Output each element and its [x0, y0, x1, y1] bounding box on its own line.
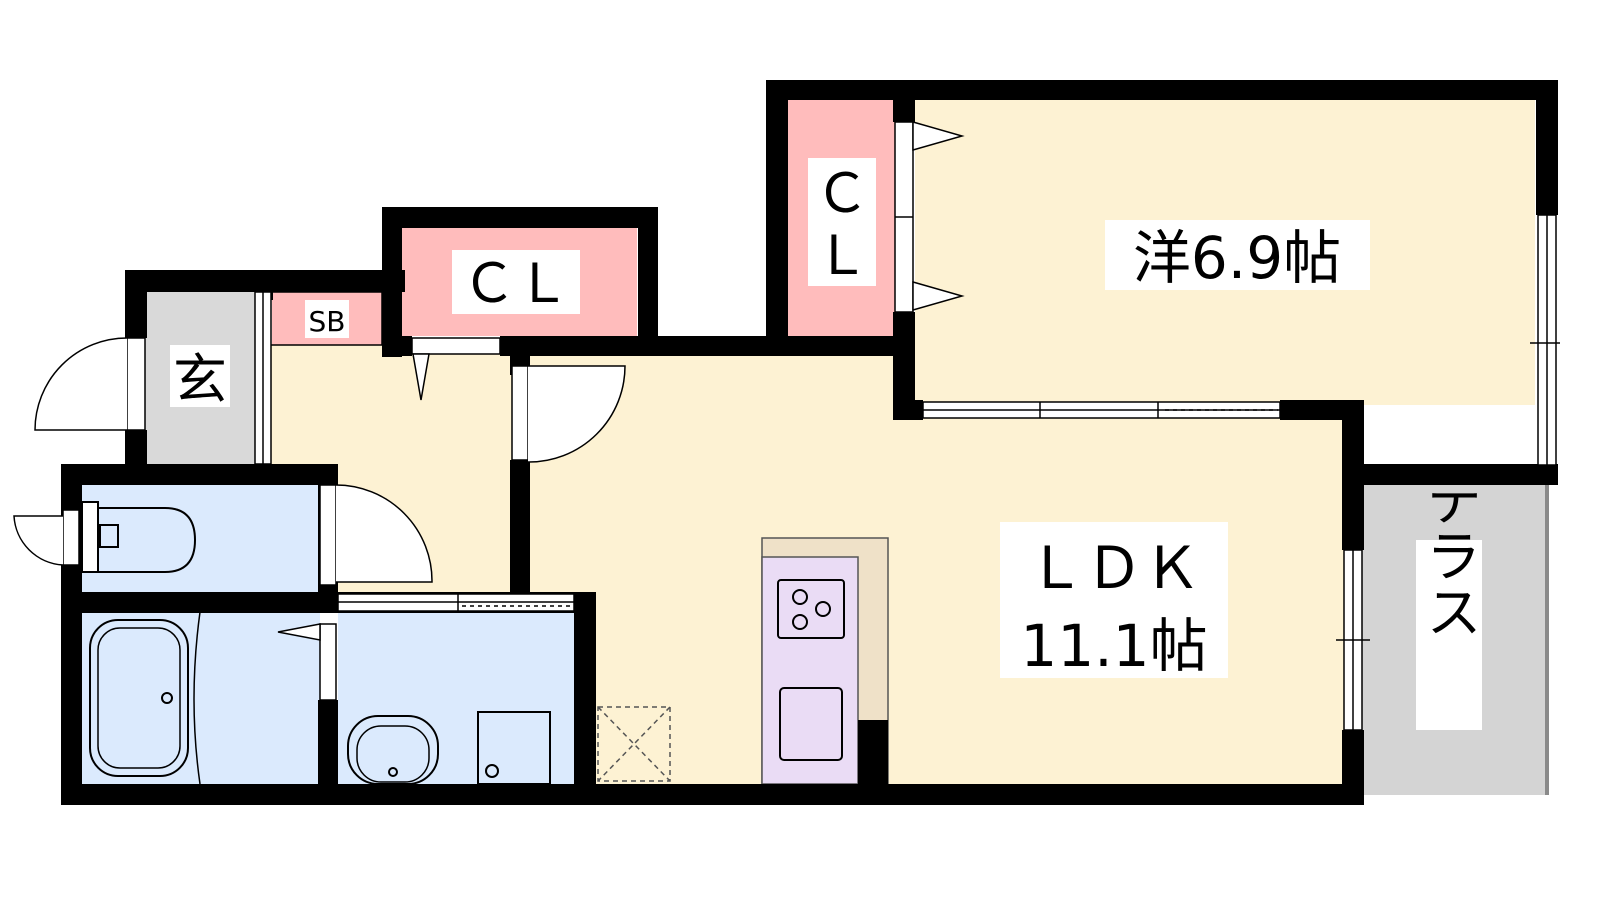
faucet-icon: [388, 767, 398, 777]
burner-icon: [815, 601, 831, 617]
walls: [61, 80, 1558, 805]
front-door-frame: [126, 337, 146, 431]
toilet-lever-icon: [99, 524, 119, 548]
terrace-label: テラス: [1417, 471, 1482, 639]
washing-machine-drain-icon: [485, 764, 499, 778]
terrace-edge: [1545, 485, 1549, 795]
ldk-door-swing: [527, 365, 626, 463]
entrance-label: 玄: [173, 348, 227, 411]
toilet-window-swing: [13, 515, 64, 566]
front-door-swing: [34, 337, 128, 431]
closet-door-swing: [912, 281, 965, 311]
floor-storage-hatch: [597, 706, 671, 782]
bathtub-icon: [89, 619, 189, 777]
bathtub-inner-icon: [97, 627, 181, 769]
ldk-door-frame: [511, 365, 529, 461]
shoe-box-label: SB: [309, 305, 346, 338]
bath-floor: [80, 612, 320, 784]
toilet-door-frame: [319, 484, 337, 586]
stove-icon: [777, 579, 845, 639]
washroom-floor: [338, 597, 576, 784]
toilet-floor: [80, 485, 320, 592]
burner-icon: [792, 589, 808, 605]
sink-icon: [779, 687, 843, 761]
toilet-door-swing: [335, 484, 433, 583]
bath-door-swing: [277, 623, 321, 641]
western-room-label: 洋6.9帖: [1133, 224, 1341, 292]
ldk-label: ＬＤＫ: [1027, 534, 1201, 602]
bath-door-frame: [319, 623, 337, 701]
bathtub-drain-icon: [161, 692, 173, 704]
bedroom-closet-label-c: Ｃ: [815, 162, 869, 225]
toilet-window: [62, 509, 80, 566]
ldk-size-label: 11.1帖: [1020, 612, 1207, 680]
toilet-bowl-icon: [97, 507, 197, 573]
toilet-tank-icon: [81, 501, 99, 573]
closet-door-swing: [412, 353, 430, 401]
washbasin-inner-icon: [356, 725, 430, 783]
bedroom-closet-label-l: Ｌ: [815, 224, 869, 287]
main-closet-door: [411, 337, 501, 355]
burner-icon: [792, 614, 808, 630]
closet-door-swing: [912, 121, 965, 151]
bath-wall-curve: [193, 611, 201, 785]
main-closet-label: ＣＬ: [462, 252, 570, 315]
